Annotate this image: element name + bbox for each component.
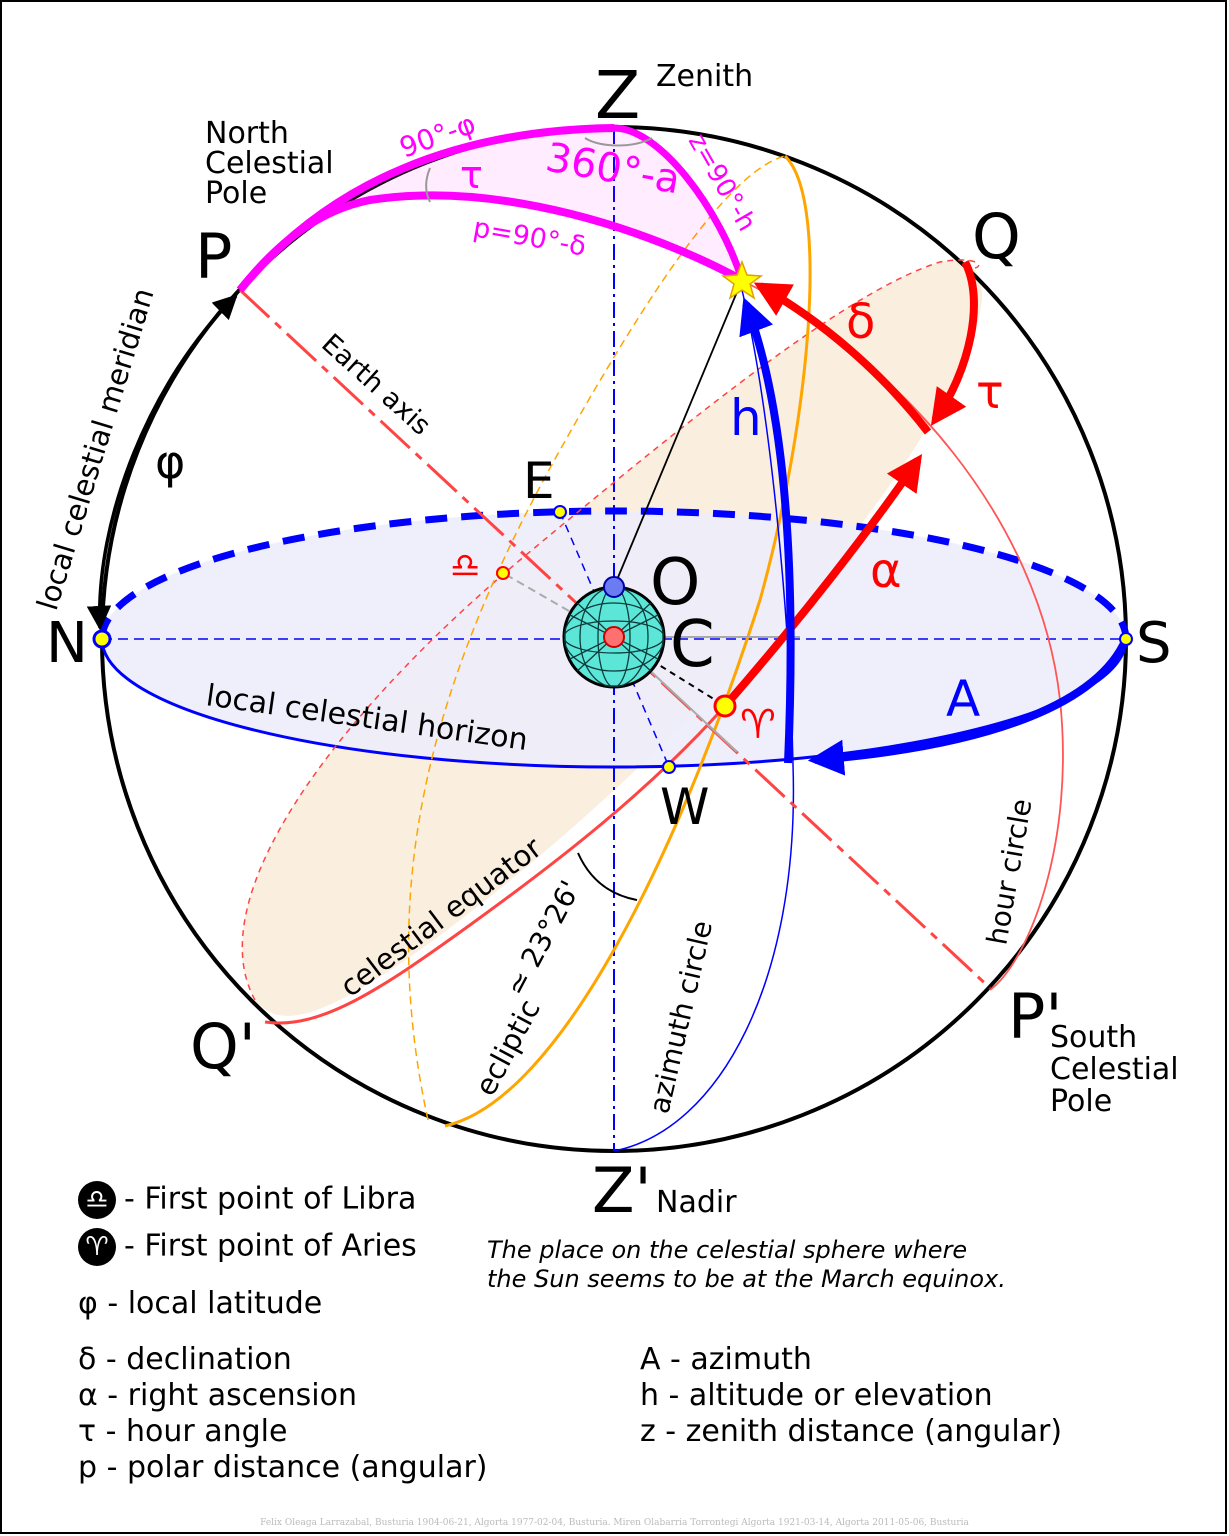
legend-libra-text: - First point of Libra	[124, 1181, 417, 1217]
aries-icon: ♈	[78, 1228, 116, 1266]
altitude-arc	[739, 297, 795, 764]
label-q: Q	[972, 200, 1021, 273]
aries-note-line-2: the Sun seems to be at the March equinox…	[487, 1265, 1006, 1293]
label-delta: δ	[846, 294, 875, 350]
libra-symbol: ♎	[450, 546, 480, 586]
ecliptic-front	[444, 154, 812, 1128]
label-south-pole-letter: P'	[1008, 980, 1062, 1053]
legend-aries-text: - First point of Aries	[124, 1228, 417, 1264]
legend-hour-angle: τ - hour angle	[78, 1414, 288, 1449]
label-local-meridian: local celestial meridian	[30, 284, 160, 614]
legend-azimuth: A - azimuth	[640, 1342, 812, 1377]
aries-note-line-1: The place on the celestial sphere where	[487, 1236, 968, 1264]
star-icon	[720, 259, 764, 300]
east-point	[553, 505, 567, 519]
libra-icon: ♎	[78, 1181, 116, 1219]
azimuth-arc	[807, 637, 1130, 776]
legend-left-column: δ - declination α - right ascension τ - …	[78, 1342, 488, 1486]
aries-note: The place on the celestial sphere where …	[487, 1236, 1006, 1294]
label-east: E	[523, 452, 555, 510]
label-tau-red: τ	[976, 365, 1004, 419]
label-ncp-2: Celestial	[205, 146, 334, 181]
tau-angle-arc	[425, 167, 431, 203]
celestial-equator-back	[241, 259, 980, 1001]
label-nadir-letter: Z'	[592, 1154, 652, 1227]
legend-zenith-distance: z - zenith distance (angular)	[640, 1414, 1063, 1449]
label-center: C	[670, 608, 715, 682]
north-point	[92, 629, 112, 649]
legend-polar-distance: p - polar distance (angular)	[78, 1450, 488, 1485]
label-azimuth-a: A	[946, 670, 980, 728]
observer-point	[603, 576, 625, 598]
azimuth-circle-line	[613, 281, 795, 1152]
legend-phi: φ - local latitude	[78, 1286, 323, 1321]
label-azimuth-circle: azimuth circle	[643, 917, 719, 1116]
label-polar-distance: p=90°-δ	[471, 212, 589, 262]
obliquity-angle-arc	[577, 852, 638, 901]
label-nadir: Nadir	[656, 1185, 737, 1220]
polar-triangle-fill	[240, 128, 742, 290]
libra-point	[496, 566, 510, 580]
label-q-prime: Q'	[190, 1010, 256, 1083]
label-altitude-h: h	[730, 389, 762, 447]
label-south: S	[1136, 611, 1172, 676]
east-west-line	[559, 511, 670, 768]
latitude-arc	[86, 294, 238, 631]
label-alpha: α	[870, 543, 902, 599]
label-scp-2: Celestial	[1050, 1052, 1179, 1087]
label-zenith: Zenith	[656, 59, 753, 94]
label-scp-1: South	[1050, 1020, 1137, 1055]
label-ecliptic: ecliptic	[468, 994, 547, 1102]
center-point	[603, 626, 625, 648]
south-point	[1119, 632, 1133, 646]
legend-altitude: h - altitude or elevation	[640, 1378, 993, 1413]
ref-line-c-libra	[502, 572, 615, 638]
label-ncp-1: North	[205, 116, 289, 151]
azimuth-angle-arc	[584, 137, 653, 147]
label-tau-magenta: τ	[460, 153, 483, 197]
label-north-pole-letter: P	[195, 220, 232, 293]
author-credit: Felix Oleaga Larrazabal, Busturia 1904-0…	[260, 1518, 969, 1528]
label-scp-3: Pole	[1050, 1084, 1112, 1119]
legend-declination: δ - declination	[78, 1342, 292, 1377]
legend-aries: ♈- First point of Aries	[78, 1228, 417, 1266]
label-earth-axis: Earth axis	[315, 328, 436, 441]
polar-distance-arc	[236, 191, 744, 293]
aries-point	[713, 694, 737, 718]
aries-symbol: ♈	[740, 702, 776, 748]
label-hour-circle: hour circle	[980, 796, 1038, 947]
legend-libra: ♎- First point of Libra	[78, 1181, 416, 1219]
label-phi: φ	[155, 435, 185, 489]
label-ncp-3: Pole	[205, 176, 267, 211]
label-zenith-letter: Z	[595, 57, 640, 134]
declination-arc	[753, 282, 932, 435]
celestial-equator-front	[264, 705, 727, 1025]
hour-angle-arc	[930, 260, 978, 426]
label-west: W	[660, 778, 709, 836]
zenith-distance-arc	[613, 124, 746, 282]
label-north: N	[46, 611, 88, 676]
observer-star-line	[613, 279, 743, 588]
label-observer: O	[650, 546, 700, 620]
legend-right-ascension: α - right ascension	[78, 1378, 358, 1413]
west-point	[662, 760, 676, 774]
right-ascension-arc	[721, 454, 923, 709]
legend-right-column: A - azimuth h - altitude or elevation z …	[640, 1342, 1062, 1450]
